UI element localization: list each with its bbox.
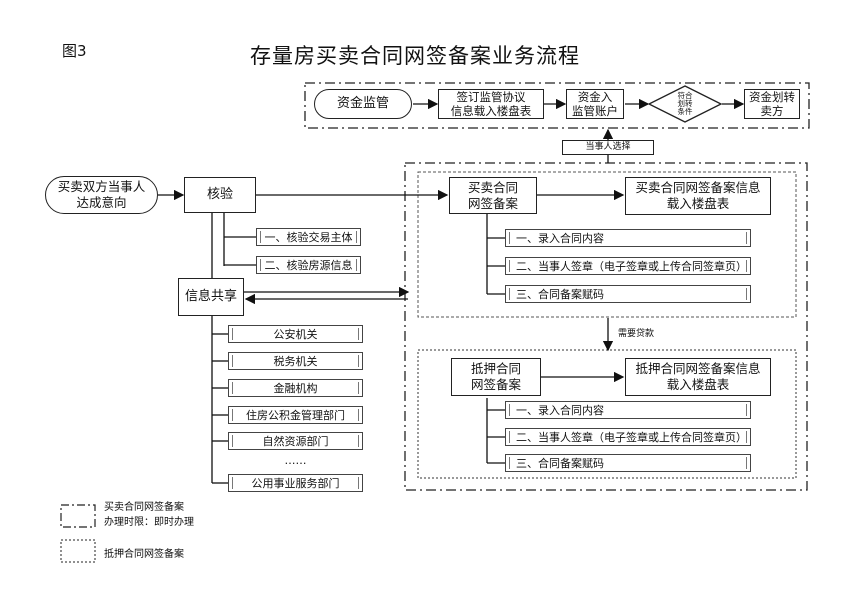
info-item-utilities: 公用事业服务部门 [228,474,363,492]
start-node: 买卖双方当事人 达成意向 [45,176,158,214]
escrow-agreement: 签订监管协议 信息载入楼盘表 [438,89,544,119]
need-loan-label: 需要贷款 [618,329,655,339]
info-sharing-box: 信息共享 [178,278,244,316]
sale-step-3: 三、合同备案赋码 [505,285,751,303]
escrow-condition-label: 符合 划转 条件 [677,91,693,116]
escrow-frame [304,82,810,129]
verify-item-property: 二、核验房源信息 [256,256,361,274]
sale-step-2: 二、当事人签章（电子签章或上传合同签章页） [505,257,751,275]
mortgage-step-2: 二、当事人签章（电子签章或上传合同签章页） [505,428,751,446]
escrow-deposit: 资金入 监管账户 [566,89,624,119]
info-item-natural-resources: 自然资源部门 [228,432,363,450]
escrow-condition-diamond [648,85,722,123]
choice-label: 当事人选择 [562,140,654,155]
figure-label: 图3 [62,42,87,60]
sale-contract-box: 买卖合同 网签备案 [449,177,537,214]
info-item-ellipsis: …… [284,454,307,467]
mortgage-step-3: 三、合同备案赋码 [505,454,751,472]
legend-sale-swatch [60,504,96,528]
mortgage-step-1: 一、录入合同内容 [505,401,751,419]
mortgage-contract-result: 抵押合同网签备案信息 载入楼盘表 [625,358,771,396]
info-item-police: 公安机关 [228,325,363,343]
sale-contract-result: 买卖合同网签备案信息 载入楼盘表 [625,177,771,215]
page-title: 存量房买卖合同网签备案业务流程 [250,44,580,68]
mortgage-contract-box: 抵押合同 网签备案 [451,358,541,396]
sale-step-1: 一、录入合同内容 [505,229,751,247]
legend-sale-label: 买卖合同网签备案 办理时限：即时办理 [104,502,194,528]
escrow-transfer: 资金划转 卖方 [744,89,800,119]
sale-contract-frame [404,162,808,491]
legend-mortgage-swatch [60,539,96,563]
info-item-housing-fund: 住房公积金管理部门 [228,406,363,424]
sale-inner-frame [417,171,797,318]
legend-mortgage-label: 抵押合同网签备案 [104,549,184,560]
escrow-start: 资金监管 [314,89,412,119]
verify-item-subject: 一、核验交易主体 [256,228,361,246]
verify-box: 核验 [184,177,256,213]
info-item-finance: 金融机构 [228,379,363,397]
info-item-tax: 税务机关 [228,352,363,370]
